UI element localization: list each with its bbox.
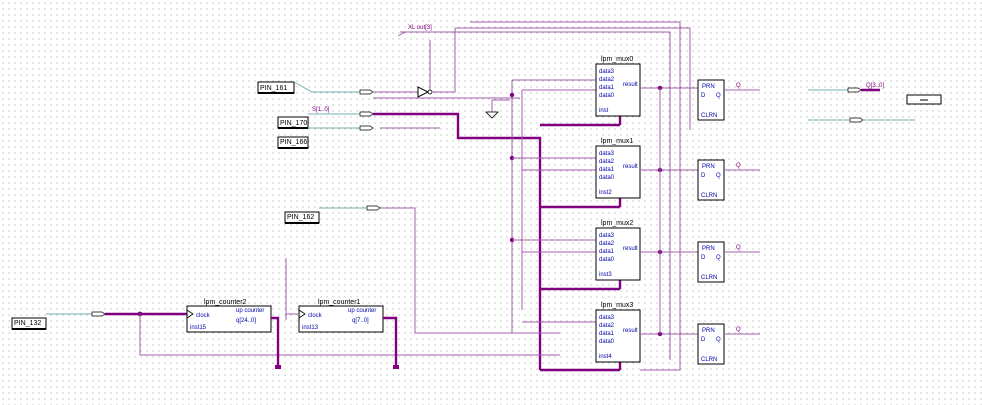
svg-text:up counter: up counter bbox=[348, 308, 376, 314]
svg-text:Q: Q bbox=[736, 327, 741, 333]
pin-132-label: PIN_132 bbox=[14, 320, 41, 327]
svg-text:data0: data0 bbox=[599, 175, 615, 181]
pin-161-label: PIN_161 bbox=[260, 85, 287, 92]
mux3-title: lpm_mux3 bbox=[601, 302, 633, 309]
mux1-title: lpm_mux1 bbox=[601, 138, 633, 145]
svg-text:data3: data3 bbox=[599, 151, 615, 157]
sel-bus-label: S[1..0] bbox=[312, 107, 330, 113]
svg-text:inst2: inst2 bbox=[599, 190, 612, 196]
svg-text:Q: Q bbox=[736, 83, 741, 89]
svg-text:data2: data2 bbox=[599, 159, 615, 165]
pin-162[interactable]: PIN_162 bbox=[284, 211, 320, 224]
svg-text:PRN: PRN bbox=[702, 246, 715, 252]
svg-text:D: D bbox=[701, 93, 706, 99]
mux-block-0[interactable]: lpm_mux0 data3 data2 data1 data0 result … bbox=[595, 56, 641, 117]
pin-170[interactable]: PIN_170 bbox=[277, 116, 309, 129]
svg-text:data0: data0 bbox=[599, 339, 615, 345]
svg-text:CLRN: CLRN bbox=[701, 357, 717, 363]
counter-block-2[interactable]: lpm_counter2 clock up counter q[24..0] i… bbox=[186, 299, 272, 333]
dff-0[interactable]: PRN D Q CLRN bbox=[697, 79, 725, 121]
svg-text:inst: inst bbox=[599, 108, 609, 114]
svg-text:clock: clock bbox=[196, 313, 211, 319]
svg-text:result: result bbox=[623, 246, 638, 252]
top-bus-label: XL out[3] bbox=[408, 25, 432, 31]
svg-text:Q: Q bbox=[716, 337, 721, 343]
svg-text:data0: data0 bbox=[599, 257, 615, 263]
pin-161[interactable]: PIN_161 bbox=[257, 81, 295, 94]
pin-166-label: PIN_166 bbox=[280, 139, 307, 146]
svg-text:q[7..0]: q[7..0] bbox=[352, 318, 369, 324]
pin-162-label: PIN_162 bbox=[287, 214, 314, 221]
mux-block-3[interactable]: lpm_mux3 data3 data2 data1 data0 result … bbox=[595, 302, 641, 363]
mux0-title: lpm_mux0 bbox=[601, 56, 633, 63]
svg-text:Q: Q bbox=[716, 173, 721, 179]
svg-text:inst15: inst15 bbox=[190, 325, 207, 331]
counter-block-1[interactable]: lpm_counter1 clock up counter q[7..0] in… bbox=[298, 299, 384, 333]
svg-text:D: D bbox=[701, 173, 706, 179]
svg-text:result: result bbox=[623, 164, 638, 170]
gnd-symbol bbox=[485, 100, 499, 119]
dff-3[interactable]: PRN D Q CLRN bbox=[697, 323, 725, 365]
svg-text:inst3: inst3 bbox=[599, 272, 612, 278]
svg-text:inst4: inst4 bbox=[599, 354, 612, 360]
svg-text:data1: data1 bbox=[599, 85, 615, 91]
svg-text:data2: data2 bbox=[599, 77, 615, 83]
dff-1[interactable]: PRN D Q CLRN bbox=[697, 159, 725, 201]
svg-text:Q: Q bbox=[736, 163, 741, 169]
svg-text:result: result bbox=[623, 82, 638, 88]
svg-text:D: D bbox=[701, 337, 706, 343]
svg-text:data3: data3 bbox=[599, 69, 615, 75]
svg-text:data0: data0 bbox=[599, 93, 615, 99]
output-pin-box[interactable] bbox=[906, 94, 942, 105]
svg-text:clock: clock bbox=[308, 313, 323, 319]
mux-block-1[interactable]: lpm_mux1 data3 data2 data1 data0 result … bbox=[595, 138, 641, 199]
counter2-title: lpm_counter2 bbox=[204, 299, 247, 306]
not-gate[interactable] bbox=[417, 86, 430, 98]
pin-170-label: PIN_170 bbox=[280, 120, 307, 127]
svg-text:Q: Q bbox=[736, 245, 741, 251]
svg-text:PRN: PRN bbox=[702, 84, 715, 90]
svg-text:PRN: PRN bbox=[702, 328, 715, 334]
svg-text:up counter: up counter bbox=[236, 308, 264, 314]
svg-text:data1: data1 bbox=[599, 167, 615, 173]
dff-2[interactable]: PRN D Q CLRN bbox=[697, 241, 725, 283]
svg-text:Q: Q bbox=[716, 93, 721, 99]
svg-text:inst13: inst13 bbox=[302, 325, 319, 331]
svg-text:data3: data3 bbox=[599, 315, 615, 321]
q-bus-label: Q[3..0] bbox=[866, 83, 884, 89]
pin-132[interactable]: PIN_132 bbox=[11, 317, 47, 330]
svg-text:CLRN: CLRN bbox=[701, 113, 717, 119]
svg-text:q[24..0]: q[24..0] bbox=[236, 318, 256, 324]
svg-text:CLRN: CLRN bbox=[701, 275, 717, 281]
svg-text:data1: data1 bbox=[599, 249, 615, 255]
svg-text:D: D bbox=[701, 255, 706, 261]
svg-text:data3: data3 bbox=[599, 233, 615, 239]
mux2-title: lpm_mux2 bbox=[601, 220, 633, 227]
svg-text:data2: data2 bbox=[599, 323, 615, 329]
pin-166[interactable]: PIN_166 bbox=[277, 136, 309, 149]
counter1-title: lpm_counter1 bbox=[318, 299, 361, 306]
svg-text:Q: Q bbox=[716, 255, 721, 261]
svg-text:PRN: PRN bbox=[702, 164, 715, 170]
svg-text:data2: data2 bbox=[599, 241, 615, 247]
svg-text:result: result bbox=[623, 328, 638, 334]
top-wires: XL out[3] bbox=[397, 21, 691, 371]
svg-text:data1: data1 bbox=[599, 331, 615, 337]
mux-block-2[interactable]: lpm_mux2 data3 data2 data1 data0 result … bbox=[595, 220, 641, 281]
svg-text:CLRN: CLRN bbox=[701, 193, 717, 199]
